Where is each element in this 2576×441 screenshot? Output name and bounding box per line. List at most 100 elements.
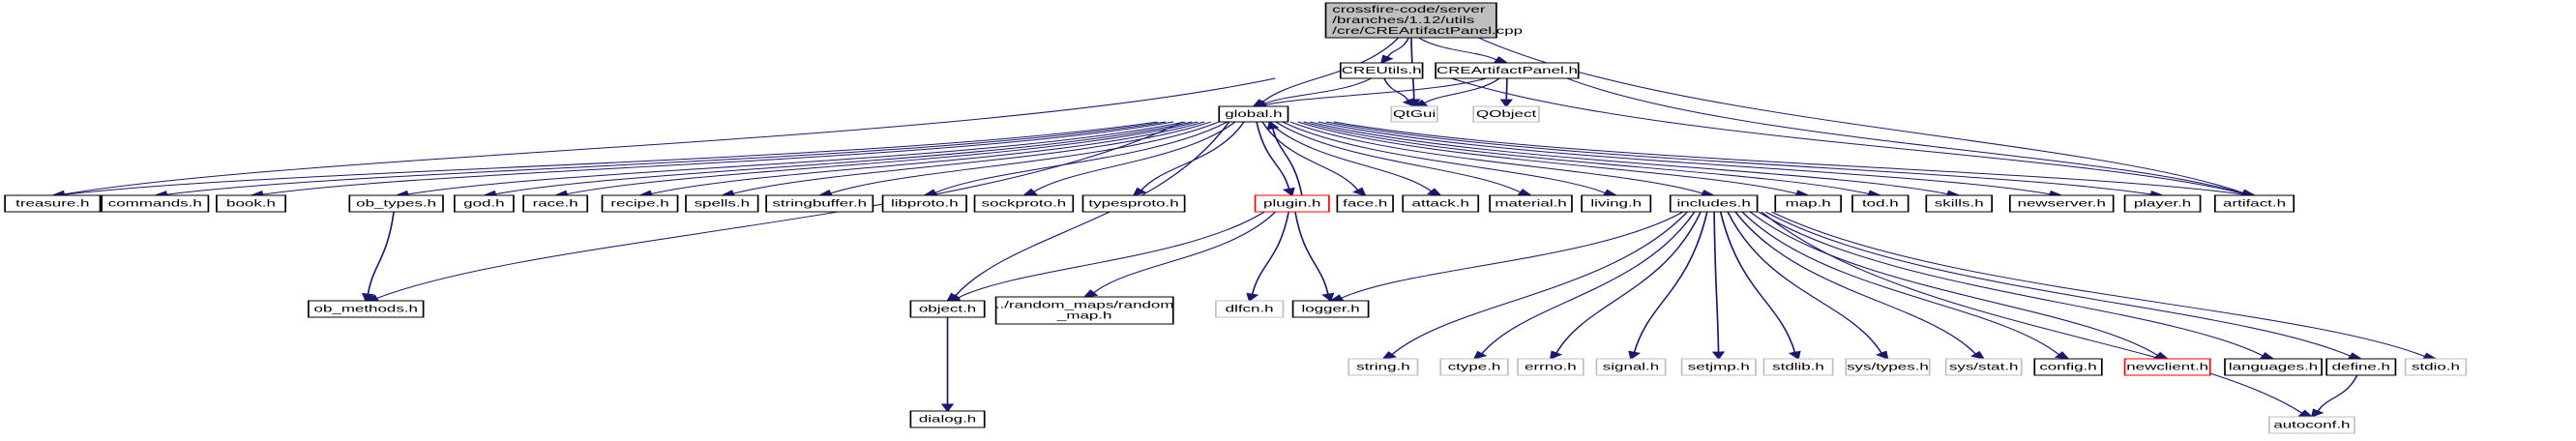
edge-line [1294, 211, 1329, 295]
arrowhead-icon [2297, 409, 2314, 418]
edge-includes-to-systypes [1727, 211, 1889, 361]
arrowhead-icon [361, 292, 375, 303]
arrowhead-icon [1788, 350, 1801, 361]
node-label: newserver.h [2018, 197, 2106, 208]
node-box [1254, 194, 1330, 213]
edge-line [1256, 121, 1290, 190]
node-book[interactable]: book.h [216, 194, 286, 213]
edge-plugin-to-dlfcn [1246, 211, 1290, 303]
node-CREArtifactPanel[interactable]: CREArtifactPanel.h [1435, 62, 1580, 79]
node-CREUtils[interactable]: CREUtils.h [1339, 62, 1424, 79]
node-box [1339, 62, 1424, 79]
node-define[interactable]: define.h [2325, 358, 2397, 376]
node-ob_methods[interactable]: ob_methods.h [308, 300, 425, 318]
node-box [1762, 358, 1834, 376]
node-label: newclient.h [2126, 361, 2208, 371]
node-logger[interactable]: logger.h [1291, 300, 1370, 318]
node-root[interactable]: crossfire-code/server/branches/1.12/util… [1324, 2, 1524, 39]
node-label: libproto.h [891, 197, 959, 208]
node-box [1925, 194, 1994, 213]
node-libproto[interactable]: libproto.h [881, 194, 967, 213]
node-box [2123, 358, 2211, 376]
edge-line [1481, 211, 1696, 354]
edge-line [1770, 211, 2426, 357]
node-label: treasure.h [15, 197, 89, 208]
node-box [1680, 358, 1757, 376]
node-box [1581, 194, 1652, 213]
edge-line [1450, 77, 2244, 194]
node-label: setjmp.h [1688, 361, 1750, 371]
node-sockproto[interactable]: sockproto.h [973, 194, 1075, 213]
edge-ob_types-to-ob_methods [361, 211, 395, 303]
edge-includes-to-signal [1628, 211, 1708, 361]
node-typesproto[interactable]: typesproto.h [1081, 194, 1186, 213]
node-label: typesproto.h [1088, 197, 1178, 208]
node-object[interactable]: object.h [909, 300, 986, 318]
node-map[interactable]: map.h [1774, 194, 1842, 213]
node-player[interactable]: player.h [2123, 194, 2202, 213]
node-commands[interactable]: commands.h [101, 194, 210, 213]
node-ob_types[interactable]: ob_types.h [348, 194, 444, 213]
node-box [601, 194, 679, 213]
node-newclient[interactable]: newclient.h [2123, 358, 2211, 376]
node-label: ctype.h [1448, 361, 1501, 371]
node-living[interactable]: living.h [1581, 194, 1652, 213]
node-spells[interactable]: spells.h [685, 194, 759, 213]
node-label: material.h [1495, 197, 1566, 208]
node-random_map[interactable]: ../random_maps/random_map.h [994, 296, 1174, 325]
node-recipe[interactable]: recipe.h [601, 194, 679, 213]
edge-line [1275, 121, 1522, 193]
node-box [909, 410, 986, 428]
node-god[interactable]: god.h [453, 194, 515, 213]
node-skills[interactable]: skills.h [1925, 194, 1994, 213]
arrowhead-icon [1875, 350, 1889, 361]
node-label: commands.h [108, 197, 202, 208]
node-includes[interactable]: includes.h [1669, 194, 1759, 213]
node-languages[interactable]: languages.h [2224, 358, 2323, 376]
edge-line [1297, 121, 1797, 194]
node-box [1336, 194, 1394, 213]
node-label: living.h [1590, 197, 1642, 208]
edge-global-to-typesproto [1132, 121, 1245, 196]
node-material[interactable]: material.h [1489, 194, 1573, 213]
node-newserver[interactable]: newserver.h [2008, 194, 2115, 213]
node-global[interactable]: global.h [1218, 105, 1289, 123]
edge-CREUtils-to-global [1251, 77, 1373, 107]
node-label: ../random_maps/random [995, 299, 1174, 309]
edge-global-to-face [1261, 121, 1367, 196]
edge-line [63, 77, 1276, 195]
edge-line [1271, 128, 1303, 196]
node-attack[interactable]: attack.h [1402, 194, 1480, 213]
node-box [1291, 300, 1370, 318]
node-box [2404, 358, 2468, 376]
node-label: includes.h [1677, 197, 1751, 208]
arrowhead-icon [2310, 408, 2324, 419]
node-label: object.h [919, 303, 976, 313]
edge-line [650, 121, 1205, 194]
node-label: CREArtifactPanel.h [1436, 65, 1578, 75]
edge-line [957, 211, 1265, 299]
edge-line [1267, 121, 1433, 192]
node-race[interactable]: race.h [522, 194, 589, 213]
edge-plugin-to-global [1266, 120, 1303, 196]
node-QObject: QObject [1472, 105, 1540, 123]
edge-line [63, 121, 1158, 195]
node-treasure[interactable]: treasure.h [4, 194, 102, 213]
node-dialog[interactable]: dialog.h [909, 410, 986, 428]
arrowhead-icon [1282, 187, 1295, 197]
node-box [1774, 194, 1842, 213]
node-artifact[interactable]: artifact.h [2213, 194, 2295, 213]
edge-CREUtils-to-artifact [1450, 77, 2257, 198]
node-tod[interactable]: tod.h [1851, 194, 1910, 213]
edge-includes-to-stdio [1770, 211, 2438, 361]
node-face[interactable]: face.h [1336, 194, 1394, 213]
node-config[interactable]: config.h [2033, 358, 2103, 376]
node-plugin[interactable]: plugin.h [1254, 194, 1330, 213]
node-box [881, 194, 967, 213]
edge-includes-to-autoconf [1761, 211, 2314, 418]
edge-global-to-book [249, 121, 1174, 198]
edge-root-to-CREUtils [1380, 37, 1410, 65]
arrowhead-icon [1266, 120, 1280, 131]
edge-line [1318, 121, 2051, 195]
node-stringbuffer[interactable]: stringbuffer.h [765, 194, 874, 213]
